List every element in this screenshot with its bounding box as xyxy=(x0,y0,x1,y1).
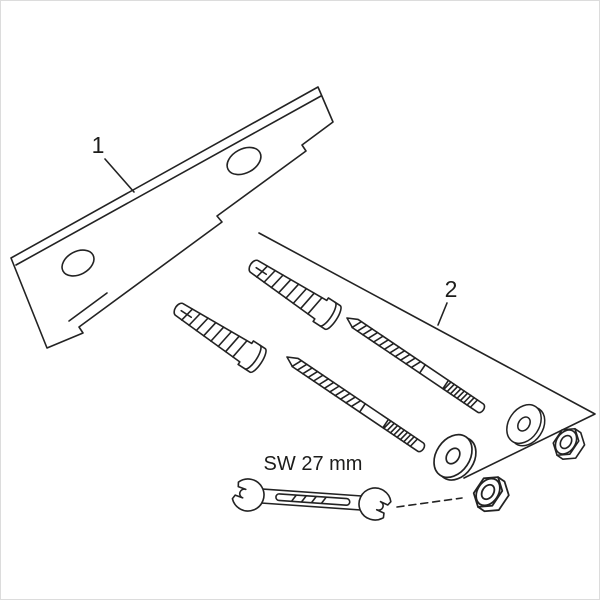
plate-outline xyxy=(10,86,334,349)
wrench-handle-detail xyxy=(275,493,351,506)
callout-2-label: 2 xyxy=(445,276,458,302)
wrench-handle xyxy=(246,487,377,512)
drawing-root: 1 2 SW 27 mm xyxy=(10,86,596,525)
hex-nut-upper xyxy=(547,422,590,466)
group-2-bracket xyxy=(258,232,596,479)
wrench-size-label: SW 27 mm xyxy=(264,453,363,475)
callout-2-leader xyxy=(437,302,448,326)
plate-top-fold-line xyxy=(15,95,322,266)
callout-1-label: 1 xyxy=(92,132,105,158)
wrench-to-nut-leader xyxy=(396,497,463,508)
mounting-plate-drawing xyxy=(10,86,334,349)
open-end-wrench xyxy=(229,474,395,525)
wrench-jaw-left xyxy=(229,474,270,517)
plate-hole xyxy=(61,249,95,277)
wrench-jaw-right xyxy=(352,481,395,525)
wall-anchor-lower xyxy=(167,294,270,376)
plate-hole xyxy=(226,146,262,176)
washer-upper xyxy=(498,397,553,453)
hanger-bolt-upper xyxy=(343,313,487,415)
plate-bottom-fold-line xyxy=(68,292,108,322)
washer-lower xyxy=(425,426,485,489)
hex-nut-lower xyxy=(467,469,515,519)
callout-1-leader xyxy=(104,158,135,193)
hanger-bolt-lower xyxy=(283,352,427,454)
wall-anchor-upper xyxy=(242,251,345,333)
